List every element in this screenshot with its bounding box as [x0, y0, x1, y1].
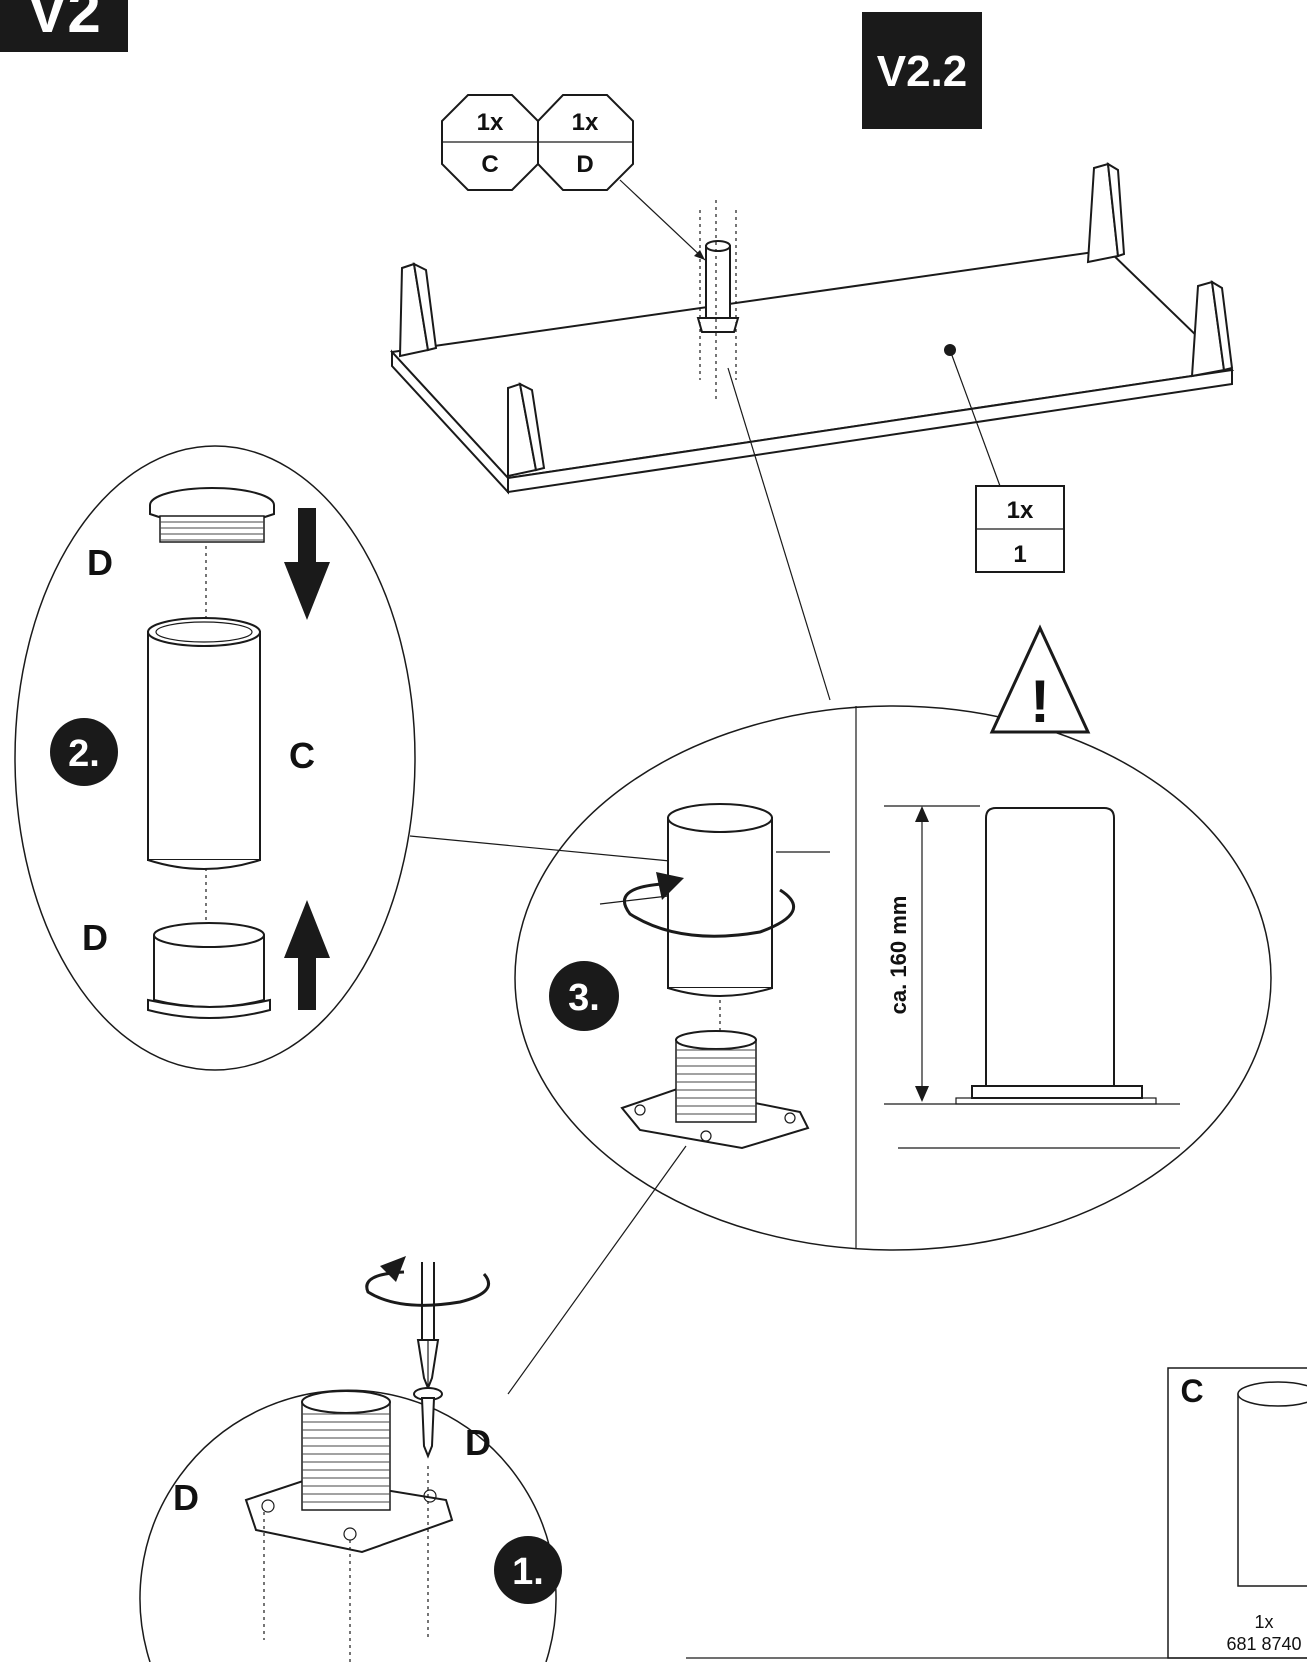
table-leg: [1190, 280, 1234, 378]
corner-step-badge: V2: [0, 0, 128, 52]
step-2-badge: [50, 718, 118, 786]
main-step-badge-text: V2.2: [877, 47, 968, 96]
plate-label: D: [173, 1477, 199, 1518]
step3-to-step1-leader: [507, 1145, 687, 1395]
callout-c-part: C: [481, 151, 498, 178]
callout-d-qty: 1x: [572, 109, 599, 136]
dimension-label: ca. 160 mm: [886, 896, 911, 1015]
warning-icon: !: [1030, 668, 1050, 735]
step-3-badge-text: 3.: [568, 977, 600, 1019]
cap-bottom-label: D: [82, 917, 108, 958]
parts-box-tube: [1237, 1381, 1307, 1587]
step-1-badge: [494, 1536, 562, 1604]
step-3-detail: 3. ca. 160 mm !: [514, 624, 1272, 1251]
corner-step-badge-text: V2: [27, 0, 100, 45]
table-panel: [389, 162, 1235, 495]
step-1-detail: D D 1.: [139, 1256, 562, 1662]
parts-box-qty: 1x: [1254, 1612, 1273, 1632]
tube-c: [147, 617, 261, 870]
center-post: [696, 200, 740, 400]
finished-leg-view: ca. 160 mm: [884, 805, 1180, 1149]
cap-top-label: D: [87, 542, 113, 583]
tube-on-thread: [599, 803, 830, 997]
parts-box-letter: C: [1180, 1373, 1203, 1409]
panel-callout-part: 1: [1013, 541, 1026, 568]
table-leg: [507, 382, 546, 478]
down-arrow: [284, 508, 330, 620]
screw-icon: [413, 1387, 443, 1459]
panel-callout-qty: 1x: [1007, 497, 1034, 524]
table-leg: [398, 262, 438, 358]
screw-label: D: [465, 1422, 491, 1463]
parts-box-article: 681 8740: [1226, 1634, 1301, 1654]
main-step-badge: V2.2: [862, 12, 982, 129]
step-3-badge: [549, 961, 619, 1031]
screwdriver-icon: [416, 1262, 440, 1391]
callout-d-part: D: [576, 151, 593, 178]
panel-callout: 1x 1: [975, 485, 1065, 573]
parts-box: C 1x 681 8740: [1167, 1367, 1307, 1659]
step-2-detail: D C D 2.: [14, 445, 416, 1071]
post-to-step3-leader: [727, 367, 831, 701]
step-1-badge-text: 1.: [512, 1551, 544, 1593]
rotation-arrow: [623, 882, 796, 938]
hardware-callout: 1x C 1x D: [441, 94, 634, 191]
callout-c-qty: 1x: [477, 109, 504, 136]
table-leg: [1086, 162, 1126, 264]
tube-label: C: [289, 735, 315, 776]
callout-leader: [619, 179, 706, 261]
step-2-badge-text: 2.: [68, 733, 100, 775]
bottom-cap: [147, 922, 271, 1019]
warning-triangle: !: [989, 624, 1091, 735]
up-arrow: [284, 900, 330, 1010]
threaded-post: [620, 1030, 810, 1150]
top-cap: [149, 487, 275, 543]
